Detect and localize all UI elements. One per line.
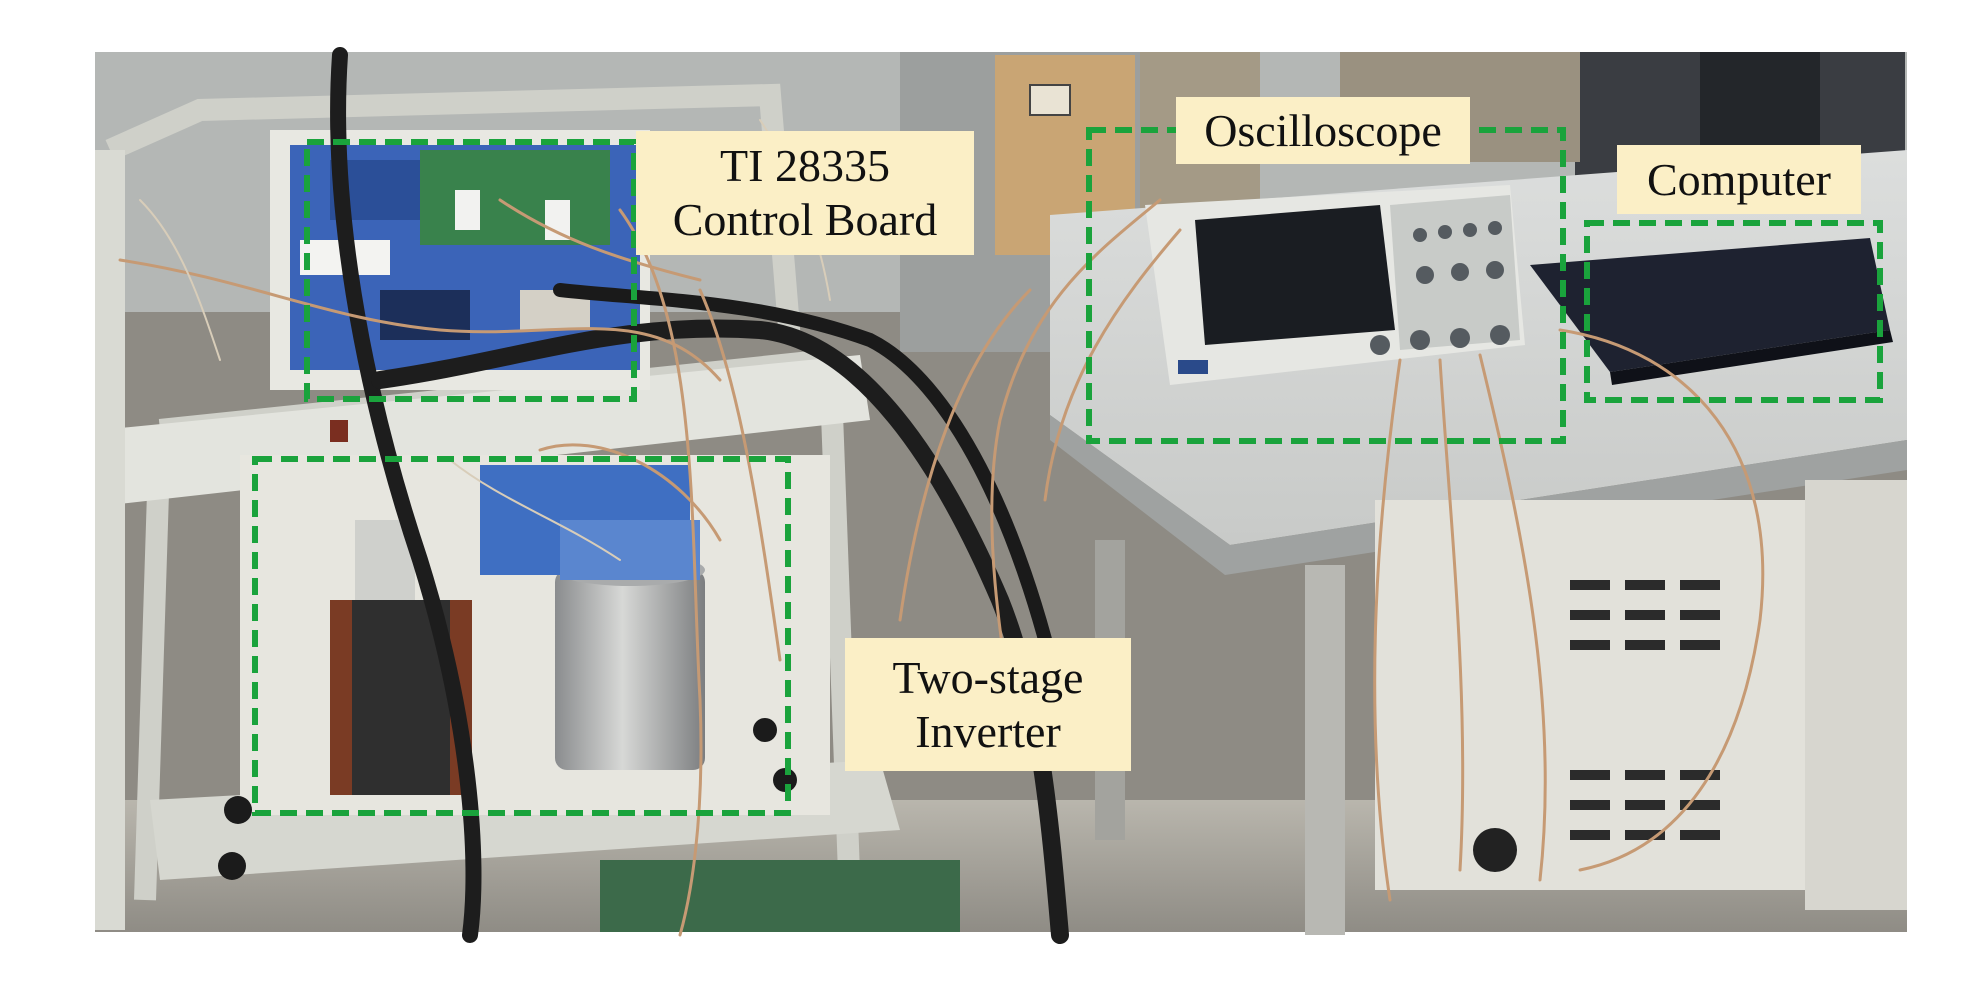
inverter-label-line2: Inverter bbox=[915, 705, 1061, 757]
control-board-label-line2: Control Board bbox=[672, 194, 938, 245]
cables bbox=[118, 47, 1765, 944]
inverter-label: Two-stage Inverter bbox=[845, 638, 1131, 771]
oscilloscope-label: Oscilloscope bbox=[1176, 97, 1470, 164]
control-board-label-line1: TI 28335 bbox=[720, 140, 890, 191]
control-board-label: TI 28335 Control Board bbox=[636, 131, 974, 255]
laptop-computer bbox=[1530, 238, 1893, 385]
inverter-hardware bbox=[218, 420, 830, 880]
inverter-box bbox=[252, 456, 791, 816]
computer-label-text: Computer bbox=[1647, 153, 1831, 205]
computer-box bbox=[1584, 220, 1883, 403]
power-cabinets bbox=[1375, 480, 1907, 910]
oscilloscope-device bbox=[1145, 185, 1525, 385]
inverter-label-line1: Two-stage bbox=[892, 651, 1084, 703]
control-board-box bbox=[304, 139, 637, 402]
computer-label: Computer bbox=[1617, 145, 1861, 214]
oscilloscope-label-text: Oscilloscope bbox=[1204, 104, 1442, 156]
